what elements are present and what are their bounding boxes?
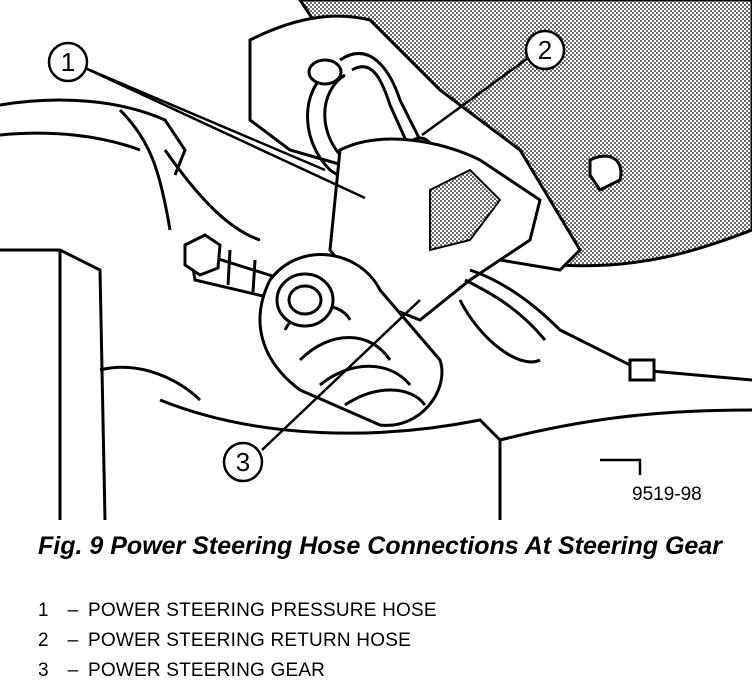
legend-dash: – <box>67 660 79 681</box>
legend-number: 3 <box>38 660 49 681</box>
steering-boot <box>258 253 444 427</box>
bracket-clip <box>588 154 623 192</box>
legend-item: 3 – POWER STEERING GEAR <box>38 660 738 690</box>
legend-text: POWER STEERING PRESSURE HOSE <box>88 600 437 621</box>
legend-number: 2 <box>38 630 49 651</box>
legend-item: 1 – POWER STEERING PRESSURE HOSE <box>38 600 738 630</box>
callout-1-label: 1 <box>61 47 75 77</box>
steering-gear-illustration: 1 2 3 9519-98 <box>0 0 752 520</box>
input-shaft <box>183 233 287 302</box>
callout-3-label: 3 <box>236 447 250 477</box>
legend-item: 2 – POWER STEERING RETURN HOSE <box>38 630 738 660</box>
figure-caption: Fig. 9 Power Steering Hose Connections A… <box>38 532 722 560</box>
callout-2: 2 <box>524 29 566 71</box>
callout-2-label: 2 <box>538 35 552 65</box>
legend-dash: – <box>67 630 79 651</box>
sensor-wire <box>458 268 752 382</box>
lower-panel <box>159 398 752 520</box>
legend-text: POWER STEERING GEAR <box>88 660 326 681</box>
callout-3: 3 <box>222 441 264 483</box>
legend-text: POWER STEERING RETURN HOSE <box>88 630 411 651</box>
legend: 1 – POWER STEERING PRESSURE HOSE 2 – POW… <box>38 600 738 690</box>
legend-number: 1 <box>38 600 49 621</box>
callout-1: 1 <box>47 41 89 83</box>
return-hose <box>339 52 422 146</box>
figure-code: 9519-98 <box>632 484 702 505</box>
frame-rail <box>0 98 261 520</box>
leader-lines <box>84 56 642 475</box>
legend-dash: – <box>67 600 79 621</box>
